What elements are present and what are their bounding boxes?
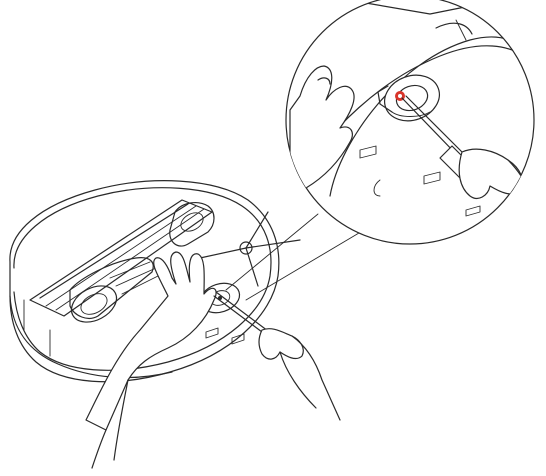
zoomed-detail	[286, 0, 540, 244]
left-forearm-inner	[92, 430, 106, 468]
